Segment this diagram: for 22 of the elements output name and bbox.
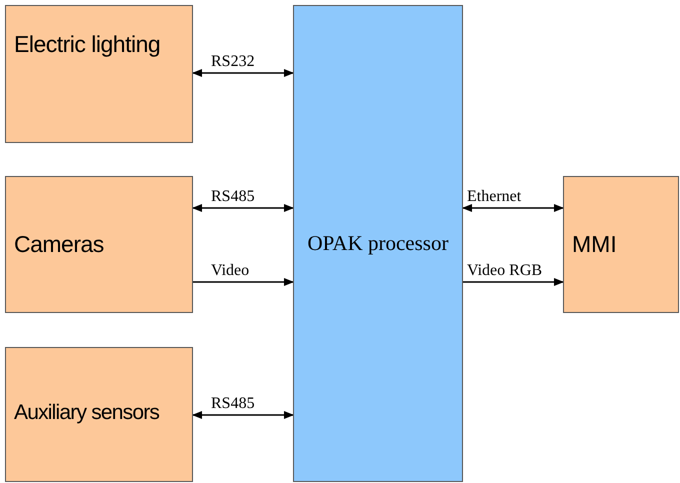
device-box [5,5,193,143]
interface-box [563,176,679,313]
arrow [192,411,294,419]
edge-label: Video RGB [467,262,542,280]
arrow [192,204,294,212]
edge-label: Ethernet [467,188,522,206]
edge-label: RS485 [211,188,255,206]
node-label: Cameras [14,230,104,260]
edge-label: Video [211,262,250,280]
device-box [5,176,193,313]
arrow [463,278,564,286]
arrow [193,278,294,286]
arrow [192,69,294,77]
processor-box [293,5,463,482]
device-box [5,347,193,482]
edge-label: RS485 [211,395,255,413]
node-label: Electric lighting [14,30,160,58]
arrow [462,204,564,212]
node-label: MMI [572,230,617,260]
edge-label: RS232 [211,53,255,71]
node-label: OPAK processor [308,230,448,257]
node-label: Auxiliary sensors [14,400,160,426]
